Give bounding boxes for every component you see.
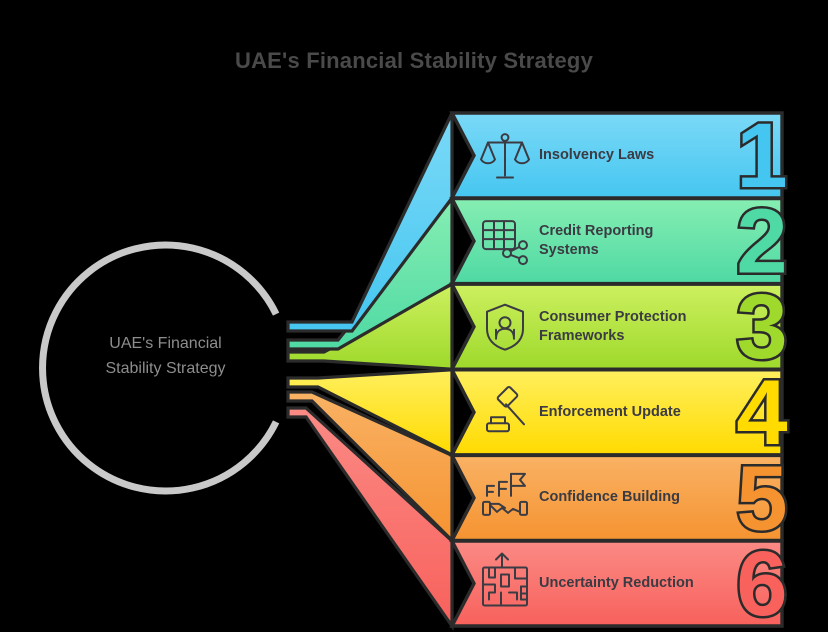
credit-table-network-icon xyxy=(482,220,528,266)
row-number-overflow-4: 4 xyxy=(736,362,787,464)
row-label-4: Enforcement Update xyxy=(539,403,754,422)
row-label-6: Uncertainty Reduction xyxy=(539,574,754,593)
hub-circle xyxy=(39,241,280,495)
row-label-line2: Frameworks xyxy=(539,327,625,344)
row-number-4: 4 xyxy=(736,362,787,464)
row-number-overflow-2: 2 xyxy=(736,191,787,293)
row-label-line1: Confidence Building xyxy=(539,489,680,506)
row-number-2: 2 xyxy=(736,191,787,293)
scales-of-justice-icon xyxy=(480,133,530,179)
stage-icons xyxy=(480,133,530,607)
row-label-line2: Systems xyxy=(539,242,599,259)
row-number-5: 5 xyxy=(736,447,787,549)
row-label-line1: Uncertainty Reduction xyxy=(539,575,694,591)
row-label-line1: Enforcement Update xyxy=(539,403,681,420)
row-label-line1: Credit Reporting xyxy=(539,223,654,240)
maze-arrow-icon xyxy=(482,552,528,607)
gavel-icon xyxy=(486,386,525,433)
shield-person-icon xyxy=(486,303,524,351)
row-number-1: 1 xyxy=(736,105,787,207)
row-number-overflow-3: 3 xyxy=(736,276,787,378)
row-label-line1: Consumer Protection xyxy=(539,308,687,325)
row-number-overflow-5: 5 xyxy=(736,447,787,549)
row-label-5: Confidence Building xyxy=(539,488,754,507)
row-number-overflow-6: 6 xyxy=(736,533,787,632)
connector-ribbons xyxy=(286,112,454,632)
row-label-line1: Insolvency Laws xyxy=(539,147,655,163)
stage-bars xyxy=(449,111,784,628)
row-number-overflow-1: 1 xyxy=(736,105,787,207)
row-label-1: Insolvency Laws xyxy=(539,146,754,165)
stage-bar-6[interactable] xyxy=(449,539,784,628)
row-number-6: 6 xyxy=(736,533,787,632)
page-title: UAE's Financial Stability Strategy xyxy=(234,48,594,73)
handshake-flag-icon xyxy=(482,472,528,516)
row-number-3: 3 xyxy=(736,276,787,378)
stage-numerals: 123456123456 xyxy=(734,103,790,632)
